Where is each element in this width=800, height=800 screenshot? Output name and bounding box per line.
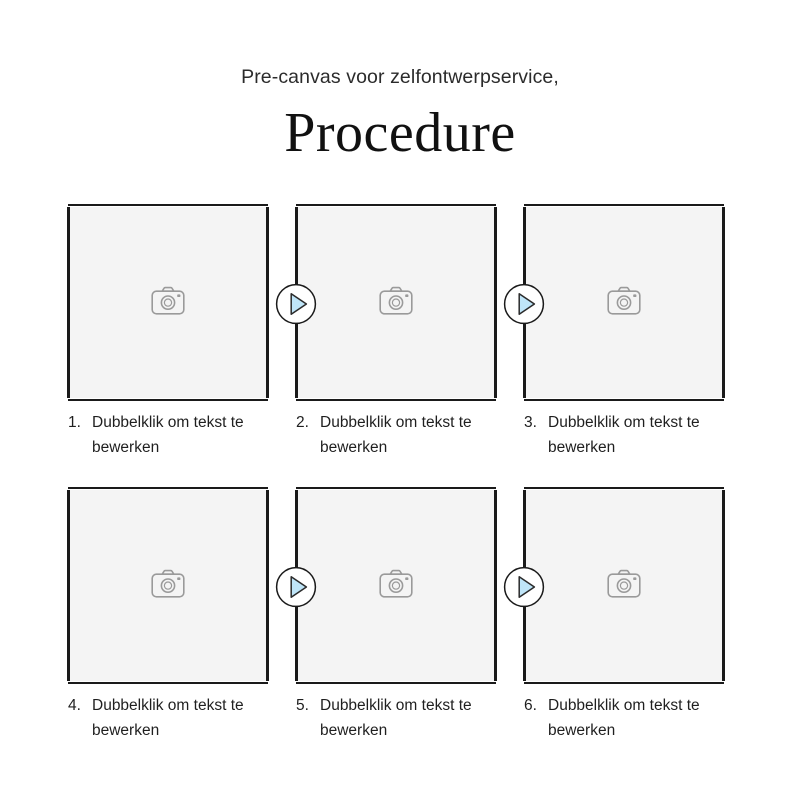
page-subtitle[interactable]: Pre-canvas voor zelfontwerpservice, (241, 66, 559, 88)
procedure-step: 5. Dubbelklik om tekst te bewerken (295, 487, 497, 739)
play-triangle-icon[interactable] (503, 283, 545, 325)
camera-icon[interactable] (377, 286, 415, 320)
step-caption[interactable]: 3. Dubbelklik om tekst te bewerken (524, 410, 729, 460)
tile-top-rule (68, 487, 268, 489)
step-caption-text: Dubbelklik om tekst te bewerken (548, 414, 700, 457)
step-number: 4. (68, 697, 81, 714)
step-caption[interactable]: 1. Dubbelklik om tekst te bewerken (68, 410, 273, 460)
tile-right-bar (722, 207, 725, 398)
image-placeholder-tile[interactable] (523, 487, 725, 684)
step-number: 5. (296, 697, 309, 714)
procedure-step: 6. Dubbelklik om tekst te bewerken (523, 487, 725, 739)
tile-top-rule (68, 204, 268, 206)
play-triangle-icon[interactable] (503, 566, 545, 608)
tile-right-bar (266, 207, 269, 398)
step-number: 2. (296, 414, 309, 431)
image-placeholder-tile[interactable] (295, 204, 497, 401)
step-caption-text: Dubbelklik om tekst te bewerken (320, 697, 472, 740)
image-placeholder-tile[interactable] (523, 204, 725, 401)
page-header: Pre-canvas voor zelfontwerpservice, Proc… (0, 0, 800, 166)
procedure-step: 3. Dubbelklik om tekst te bewerken (523, 204, 725, 456)
image-placeholder-tile[interactable] (295, 487, 497, 684)
procedure-row: 4. Dubbelklik om tekst te bewerken (67, 487, 732, 773)
procedure-row: 1. Dubbelklik om tekst te bewerken (67, 204, 732, 490)
camera-icon[interactable] (605, 569, 643, 603)
tile-right-bar (494, 207, 497, 398)
camera-icon[interactable] (605, 286, 643, 320)
step-number: 6. (524, 697, 537, 714)
tile-top-rule (296, 487, 496, 489)
step-number: 1. (68, 414, 81, 431)
image-placeholder-tile[interactable] (67, 487, 269, 684)
step-number: 3. (524, 414, 537, 431)
camera-icon[interactable] (377, 569, 415, 603)
tile-top-rule (296, 204, 496, 206)
tile-bottom-rule (68, 682, 268, 684)
procedure-step: 4. Dubbelklik om tekst te bewerken (67, 487, 269, 739)
step-caption[interactable]: 2. Dubbelklik om tekst te bewerken (296, 410, 501, 460)
page-title[interactable]: Procedure (284, 102, 516, 165)
play-triangle-icon[interactable] (275, 566, 317, 608)
procedure-grid: 1. Dubbelklik om tekst te bewerken (67, 204, 732, 773)
play-triangle-icon[interactable] (275, 283, 317, 325)
procedure-step: 2. Dubbelklik om tekst te bewerken (295, 204, 497, 456)
step-caption-text: Dubbelklik om tekst te bewerken (320, 414, 472, 457)
tile-left-bar (67, 207, 70, 398)
tile-right-bar (266, 490, 269, 681)
tile-left-bar (67, 490, 70, 681)
step-caption-text: Dubbelklik om tekst te bewerken (92, 697, 244, 740)
camera-icon[interactable] (149, 569, 187, 603)
step-caption[interactable]: 4. Dubbelklik om tekst te bewerken (68, 693, 273, 743)
tile-bottom-rule (68, 399, 268, 401)
step-caption[interactable]: 6. Dubbelklik om tekst te bewerken (524, 693, 729, 743)
tile-bottom-rule (524, 399, 724, 401)
tile-bottom-rule (524, 682, 724, 684)
tile-right-bar (494, 490, 497, 681)
tile-bottom-rule (296, 399, 496, 401)
camera-icon[interactable] (149, 286, 187, 320)
tile-right-bar (722, 490, 725, 681)
step-caption-text: Dubbelklik om tekst te bewerken (548, 697, 700, 740)
procedure-step: 1. Dubbelklik om tekst te bewerken (67, 204, 269, 456)
tile-bottom-rule (296, 682, 496, 684)
image-placeholder-tile[interactable] (67, 204, 269, 401)
tile-top-rule (524, 487, 724, 489)
step-caption[interactable]: 5. Dubbelklik om tekst te bewerken (296, 693, 501, 743)
tile-top-rule (524, 204, 724, 206)
step-caption-text: Dubbelklik om tekst te bewerken (92, 414, 244, 457)
